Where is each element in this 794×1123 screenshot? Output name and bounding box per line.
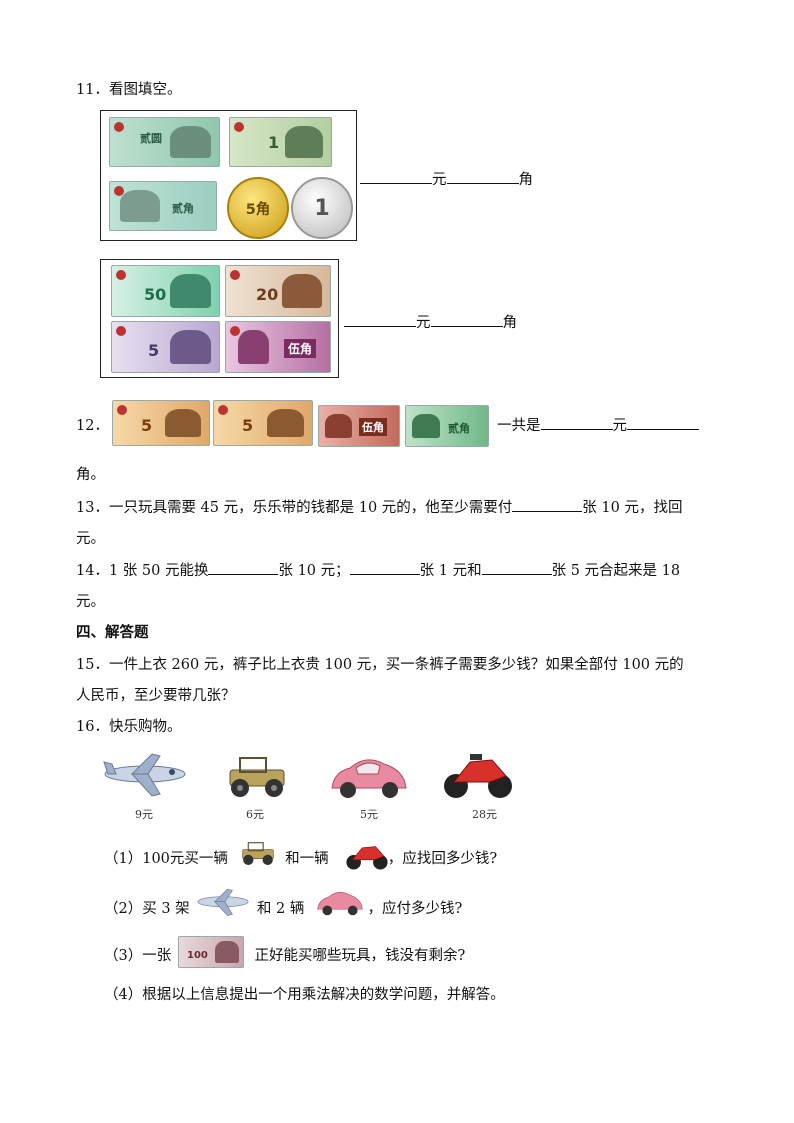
portrait-icon <box>284 126 323 158</box>
blank-yuan[interactable] <box>540 415 613 430</box>
banknote-5-jiao: 伍角 <box>318 405 400 447</box>
note-denomination: 1 <box>268 133 280 152</box>
q16-label: 16．快乐购物。 <box>76 719 182 735</box>
q11-answer-line-2: 元角 <box>344 311 517 332</box>
emblem-icon <box>116 326 126 336</box>
banknote-5-yuan: 5 <box>213 400 313 446</box>
note-denomination: 5 <box>242 416 254 435</box>
jeep-icon <box>229 757 285 797</box>
beetle-car-icon <box>317 891 363 916</box>
unit-yuan: 元 <box>612 418 628 434</box>
portrait-icon <box>120 190 161 222</box>
note-denomination: 5 <box>148 341 160 360</box>
beetle-car-icon <box>331 759 407 798</box>
portrait-icon <box>164 409 201 437</box>
portrait-icon <box>169 126 211 158</box>
blank-yuan[interactable] <box>344 312 416 327</box>
note-denomination: 贰圆 <box>140 132 162 145</box>
q13-line-1: 13．一只玩具需要 45 元，乐乐带的钱都是 10 元的，他至少需要付张 10 … <box>76 496 682 517</box>
q16-sub-4: （4）根据以上信息提出一个用乘法解决的数学问题，并解答。 <box>104 987 505 1003</box>
portrait-icon <box>325 414 353 438</box>
q11-label: 11．看图填空。 <box>76 82 182 98</box>
blank-count[interactable] <box>481 560 552 575</box>
portrait-icon <box>238 330 270 364</box>
portrait-icon <box>170 330 211 364</box>
airplane-icon <box>103 753 186 797</box>
note-denomination: 50 <box>144 285 167 304</box>
blank-count[interactable] <box>512 497 583 512</box>
emblem-icon <box>117 405 127 415</box>
emblem-icon <box>234 122 244 132</box>
note-denomination: 贰角 <box>172 202 194 215</box>
emblem-icon <box>116 270 126 280</box>
blank-jiao[interactable] <box>627 415 699 430</box>
price-label: 28元 <box>472 808 497 821</box>
banknote-100-yuan: 100 <box>178 936 244 968</box>
emblem-icon <box>114 122 124 132</box>
q12-jiao-line: 角。 <box>76 467 105 483</box>
note-denomination: 伍角 <box>359 418 387 436</box>
blank-count[interactable] <box>349 560 420 575</box>
airplane-icon <box>197 888 249 916</box>
emblem-icon <box>230 326 240 336</box>
q15-line-2: 人民币，至少要带几张？ <box>76 688 236 704</box>
banknote-5-yuan: 5 <box>112 400 210 446</box>
motorcycle-icon <box>444 754 512 798</box>
q12-text: 一共是 <box>497 418 541 434</box>
price-label: 9元 <box>135 808 153 821</box>
portrait-icon <box>412 414 440 438</box>
portrait-icon <box>282 274 322 308</box>
banknote-5-jiao: 伍角 <box>225 321 331 373</box>
banknote-2-yuan: 贰圆 <box>109 117 220 167</box>
note-denomination: 100 <box>187 950 208 961</box>
banknote-20-yuan: 20 <box>225 265 331 317</box>
q16-sub-3: （3）一张 正好能买哪些玩具，钱没有剩余? <box>104 948 466 964</box>
portrait-icon <box>266 409 304 437</box>
q14-line-1: 14．1 张 50 元能换张 10 元；张 1 元和张 5 元合起来是 18 <box>76 559 680 580</box>
q13-line-2: 元。 <box>76 531 105 547</box>
unit-yuan: 元 <box>432 172 447 188</box>
blank-jiao[interactable] <box>430 312 503 327</box>
q16-sub-1: （1）100元买一辆 和一辆 ，应找回多少钱? <box>104 851 498 867</box>
unit-jiao: 角 <box>518 172 534 188</box>
money-box-2: 50 20 5 伍角 <box>100 259 339 378</box>
coin-1-yuan: 1 <box>291 177 353 239</box>
emblem-icon <box>230 270 240 280</box>
jeep-icon <box>242 842 274 865</box>
q11-answer-line-1: 元角 <box>360 168 533 189</box>
note-denomination: 贰角 <box>448 422 470 435</box>
note-denomination: 20 <box>256 285 279 304</box>
portrait-icon <box>214 941 239 963</box>
q16-sub-2: （2）买 3 架 和 2 辆 ，应付多少钱? <box>104 901 463 917</box>
emblem-icon <box>218 405 228 415</box>
note-denomination: 5 <box>141 416 153 435</box>
banknote-2-jiao: 贰角 <box>405 405 489 447</box>
price-label: 6元 <box>246 808 264 821</box>
emblem-icon <box>114 186 124 196</box>
banknote-2-jiao: 贰角 <box>109 181 217 231</box>
q15-line-1: 15．一件上衣 260 元，裤子比上衣贵 100 元，买一条裤子需要多少钱？如果… <box>76 657 684 673</box>
blank-count[interactable] <box>208 560 279 575</box>
banknote-1-yuan: 1 <box>229 117 332 167</box>
q12-answer-line: 一共是 元 <box>497 414 699 435</box>
blank-yuan[interactable] <box>360 169 432 184</box>
blank-jiao[interactable] <box>446 169 519 184</box>
note-denomination: 伍角 <box>284 339 317 358</box>
q12-label: 12． <box>76 418 109 434</box>
portrait-icon <box>170 274 211 308</box>
banknote-50-yuan: 50 <box>111 265 220 317</box>
motorcycle-icon <box>346 846 388 870</box>
price-label: 5元 <box>360 808 378 821</box>
section-heading: 四、解答题 <box>76 625 149 641</box>
unit-yuan: 元 <box>416 315 431 331</box>
money-box-1: 贰圆 1 贰角 5角 1 <box>100 110 357 241</box>
coin-5-jiao: 5角 <box>227 177 289 239</box>
banknote-5-yuan: 5 <box>111 321 220 373</box>
unit-jiao: 角 <box>502 315 518 331</box>
q14-line-2: 元。 <box>76 594 105 610</box>
